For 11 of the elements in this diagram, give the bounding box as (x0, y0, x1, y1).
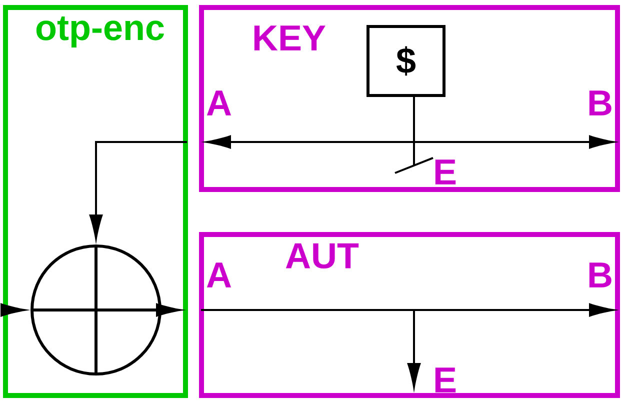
endpoint-label: B (589, 90, 612, 116)
xor-circle (30, 244, 162, 376)
box-title: KEY (254, 26, 326, 50)
endpoint-label: A (206, 262, 232, 288)
symbol-box: $ (366, 25, 446, 97)
box-title: otp-enc (36, 16, 164, 48)
endpoint-label: A (206, 90, 232, 116)
box-title: AUT (286, 243, 359, 269)
endpoint-label: E (435, 160, 456, 184)
endpoint-label: E (435, 368, 456, 392)
endpoint-label: B (589, 262, 612, 288)
